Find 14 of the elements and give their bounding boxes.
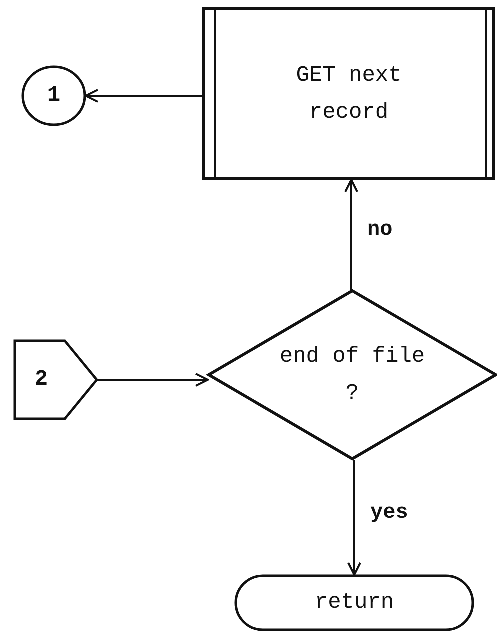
connector-circle xyxy=(22,66,86,126)
node-label: 2 xyxy=(34,366,50,394)
decision-diamond xyxy=(208,290,497,460)
arrow xyxy=(348,460,362,576)
node-label: return xyxy=(314,589,394,618)
node-label: 1 xyxy=(47,82,61,110)
predefined-process-box xyxy=(203,8,495,180)
arrow xyxy=(85,89,203,103)
node-label: GET next record xyxy=(295,62,403,127)
arrow xyxy=(344,179,358,290)
node-label: end of file ? xyxy=(278,342,426,408)
terminator xyxy=(235,575,474,631)
off-page-connector xyxy=(14,340,97,420)
arrow xyxy=(97,373,209,387)
